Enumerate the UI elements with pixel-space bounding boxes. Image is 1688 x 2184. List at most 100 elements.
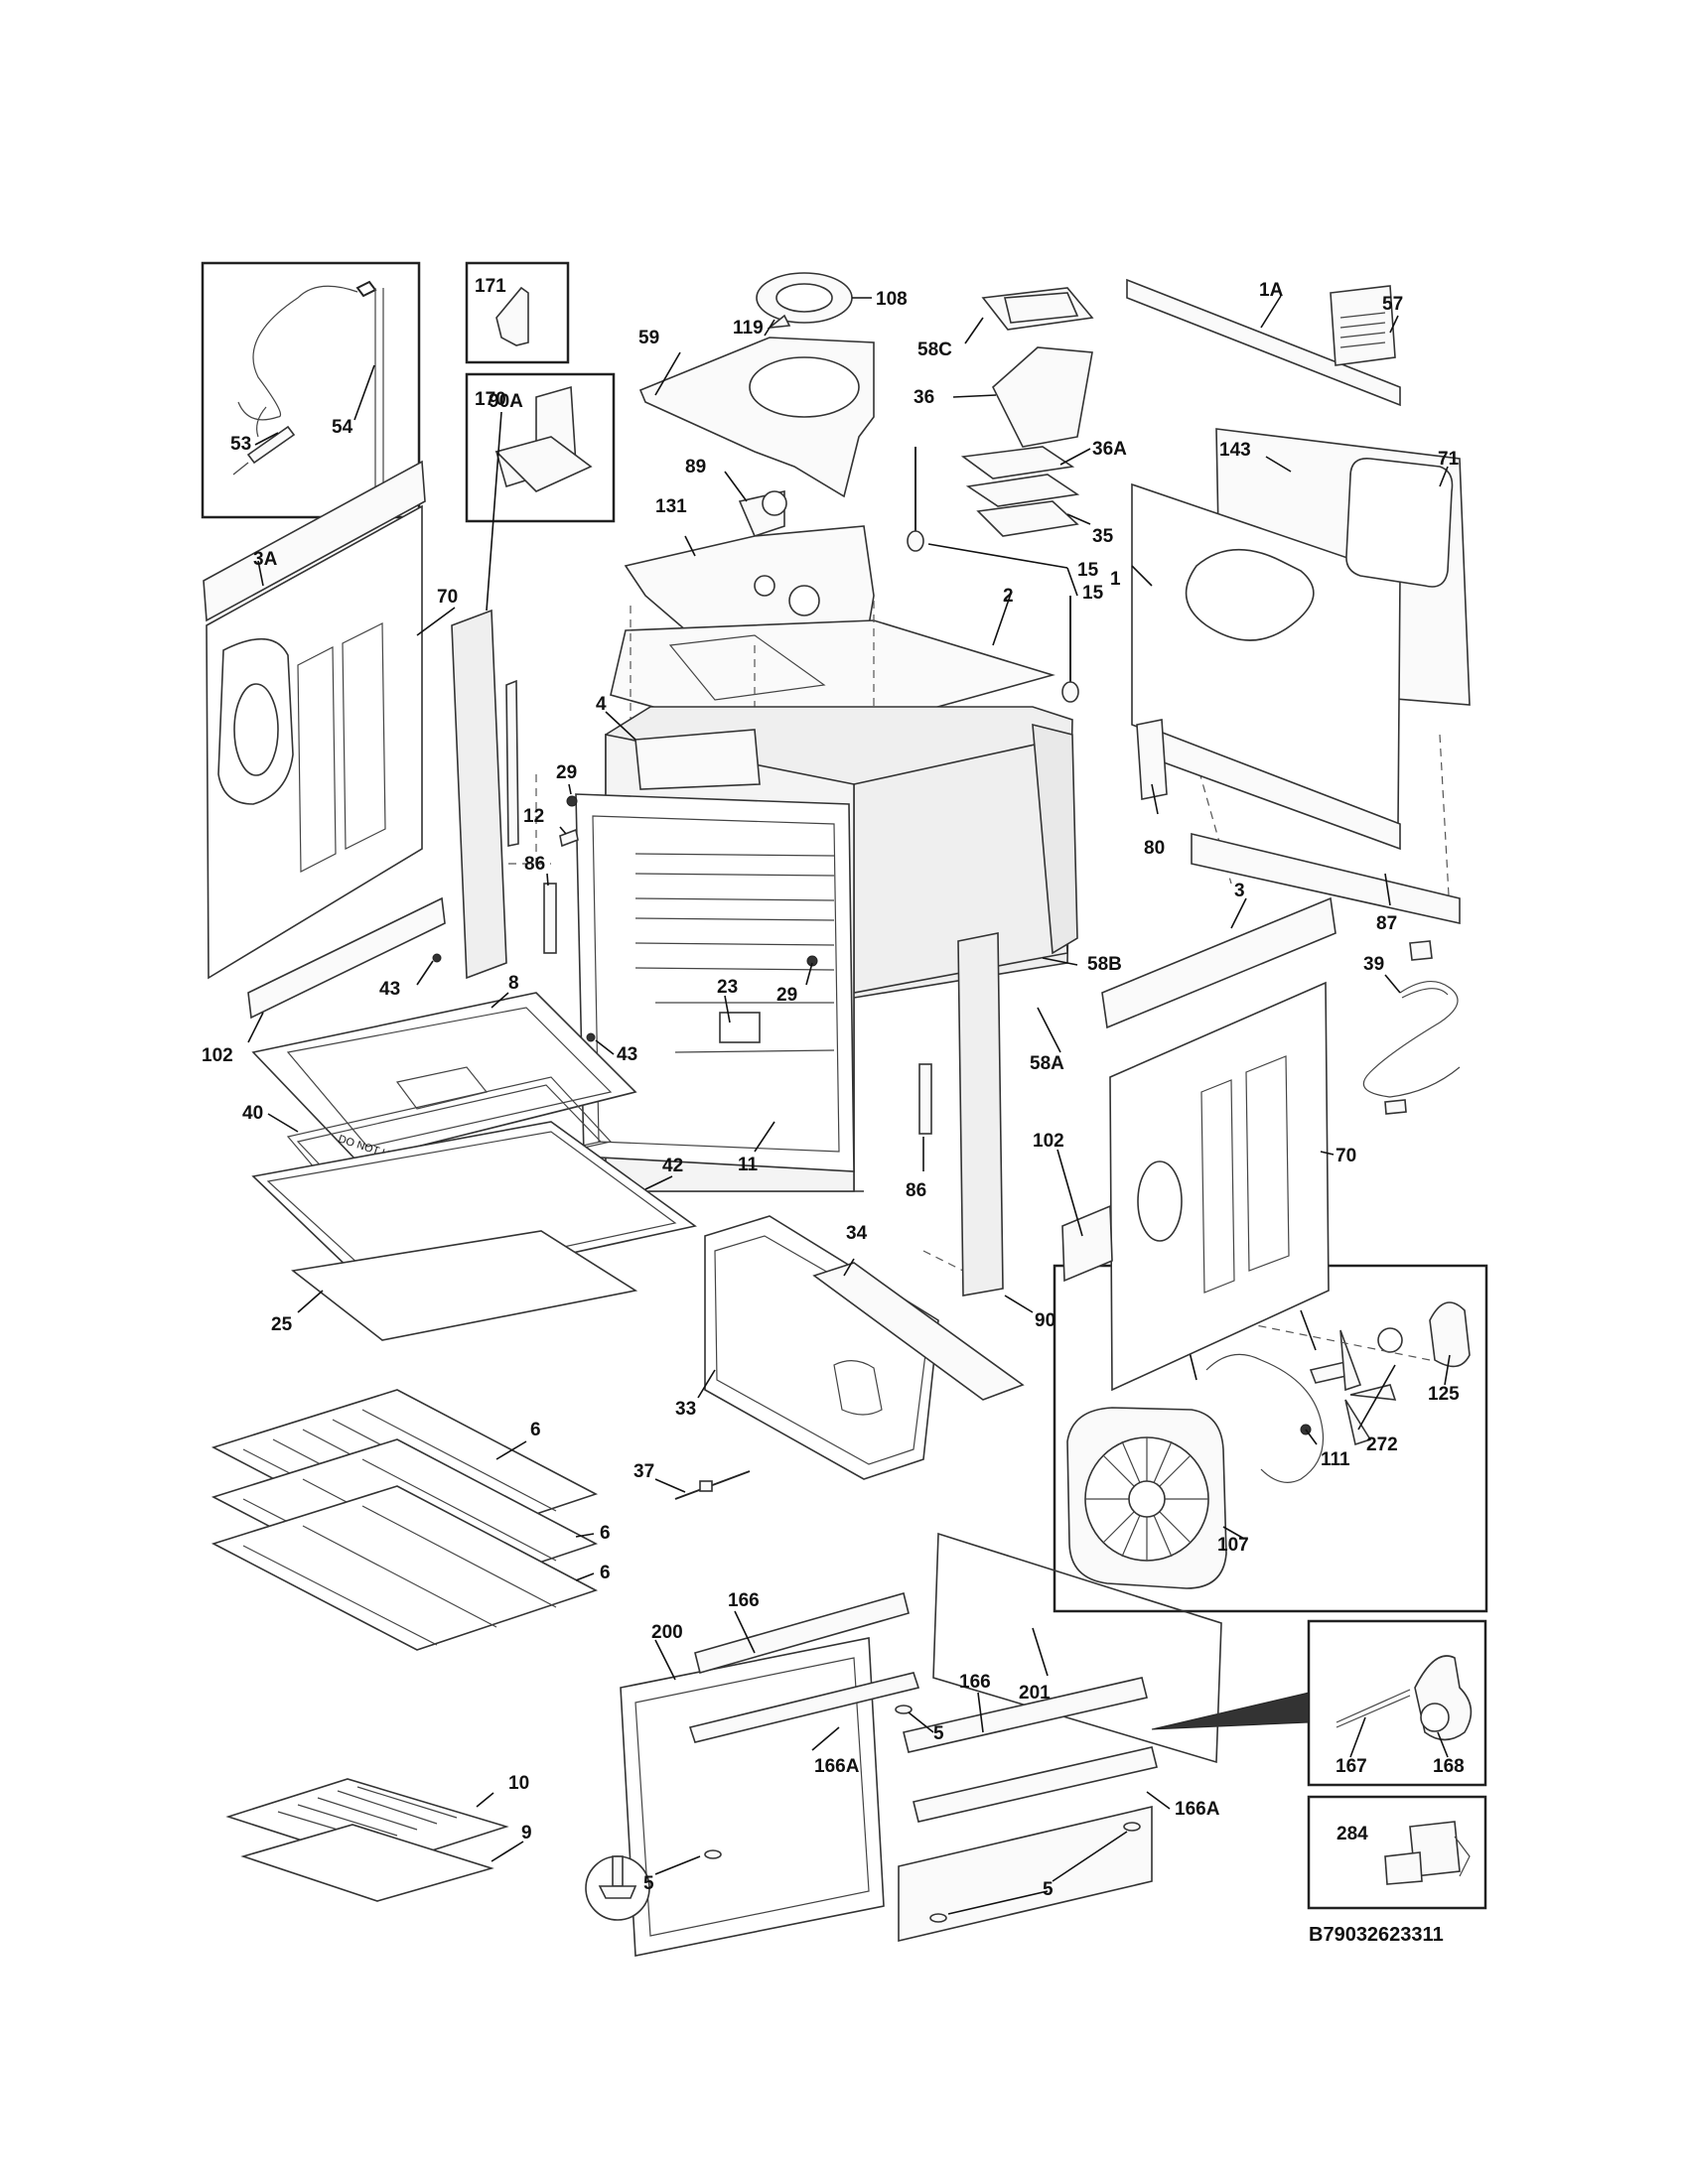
inset-box-lock-motor: 167 168 [1307,1619,1487,1787]
left-side-panel: 3A 70 102 43 [202,460,458,1066]
power-cord-39: 39 [1362,940,1461,1115]
label-3A: 3A [253,549,278,570]
label-29b: 29 [776,985,797,1006]
label-87: 87 [1376,913,1397,934]
label-80: 80 [1144,838,1165,859]
label-125: 125 [1428,1384,1460,1405]
label-70a: 70 [437,587,458,608]
label-200: 200 [651,1622,683,1643]
label-4: 4 [596,694,607,715]
label-39: 39 [1363,954,1384,975]
label-6c: 6 [600,1563,611,1583]
label-54: 54 [332,417,353,438]
label-166Ab: 166A [1175,1799,1220,1820]
lock-motor-callout-wedge [1151,1692,1310,1730]
label-5a: 5 [933,1723,944,1744]
back-panels: 1A 57 143 71 1 80 87 [1110,278,1471,934]
small-parts-cavity: 29 12 86 29 86 [523,762,932,1201]
label-5c: 5 [643,1873,654,1894]
label-89: 89 [685,457,706,478]
label-15b: 15 [1082,583,1104,604]
label-29a: 29 [556,762,577,783]
label-171: 171 [475,276,506,297]
label-58C: 58C [917,340,952,360]
right-side-panel: 3 70 102 [1033,881,1356,1392]
label-111: 111 [1321,1449,1350,1470]
label-6a: 6 [530,1420,541,1440]
diagram-code: B79032623311 [1309,1924,1444,1946]
label-119: 119 [733,318,764,339]
oven-racks: 6 6 6 [211,1389,611,1651]
part-37: 37 [633,1461,751,1500]
label-102a: 102 [202,1045,233,1066]
bottom-tray-42: 42 [251,1121,697,1297]
label-10: 10 [508,1773,529,1794]
label-34: 34 [846,1223,868,1244]
label-108: 108 [876,289,908,310]
label-86b: 86 [906,1180,926,1201]
insulation-90: 90 [957,932,1055,1331]
label-201: 201 [1019,1683,1051,1704]
oven-cavity: 4 58B 58A 11 23 [575,694,1122,1192]
label-170: 170 [475,389,506,410]
label-166Aa: 166A [814,1756,860,1777]
label-90A: 90A [489,391,523,412]
label-272: 272 [1366,1434,1398,1455]
label-58B: 58B [1087,954,1122,975]
label-59: 59 [638,328,659,348]
label-11: 11 [738,1155,759,1175]
broiler-pan: 10 9 [225,1773,532,1902]
label-35: 35 [1092,526,1114,547]
label-1A: 1A [1259,280,1284,301]
label-9: 9 [521,1823,532,1843]
label-40: 40 [242,1103,263,1124]
label-36: 36 [914,387,934,408]
label-42: 42 [662,1156,683,1176]
label-53: 53 [230,434,251,455]
label-33: 33 [675,1399,696,1420]
label-90: 90 [1035,1310,1055,1331]
label-5b: 5 [1043,1879,1054,1900]
inset-box-sensor: 53 54 [201,261,421,519]
blower-assembly: 108 119 59 89 [638,272,908,537]
sensors-15: 15 15 [907,447,1104,703]
label-37: 37 [633,1461,654,1482]
insulation-90A: 90A [451,391,523,980]
vent-duct-assembly: 58C 36 36A 35 [914,287,1127,547]
label-131: 131 [655,496,687,517]
label-107: 107 [1217,1535,1249,1556]
door-panel-33: 33 34 [675,1215,1025,1480]
label-43b: 43 [617,1044,637,1065]
inset-box-bracket-171: 171 [465,261,570,364]
label-12: 12 [523,806,544,827]
label-166a: 166 [728,1590,760,1611]
label-15a: 15 [1077,560,1099,581]
bottom-heater-25: 25 [271,1230,638,1341]
label-167: 167 [1336,1756,1367,1777]
label-102b: 102 [1033,1131,1064,1152]
label-36A: 36A [1092,439,1127,460]
label-1: 1 [1110,569,1121,590]
label-57: 57 [1382,294,1403,315]
inset-box-bracket-170: 170 [465,372,616,523]
label-143: 143 [1219,440,1251,461]
leveling-legs: 5 5 5 [585,1705,1141,1923]
inset-box-switch-284: 284 [1307,1795,1487,1910]
label-284: 284 [1336,1824,1368,1844]
inset-box-convection-fan: 109 161 125 272 111 107 [1053,1264,1488,1613]
label-70b: 70 [1336,1146,1356,1166]
label-86a: 86 [524,854,545,875]
label-168: 168 [1433,1756,1465,1777]
lower-frame: 200 166 201 166 166A 166A [620,1532,1222,1957]
label-8: 8 [508,973,519,994]
label-25: 25 [271,1314,293,1335]
label-43a: 43 [379,979,400,1000]
label-71: 71 [1438,449,1460,470]
label-2: 2 [1003,586,1014,607]
rack-3 [211,1485,599,1651]
label-23: 23 [717,977,738,998]
label-3: 3 [1234,881,1245,901]
label-58A: 58A [1030,1053,1064,1074]
label-6b: 6 [600,1523,611,1544]
